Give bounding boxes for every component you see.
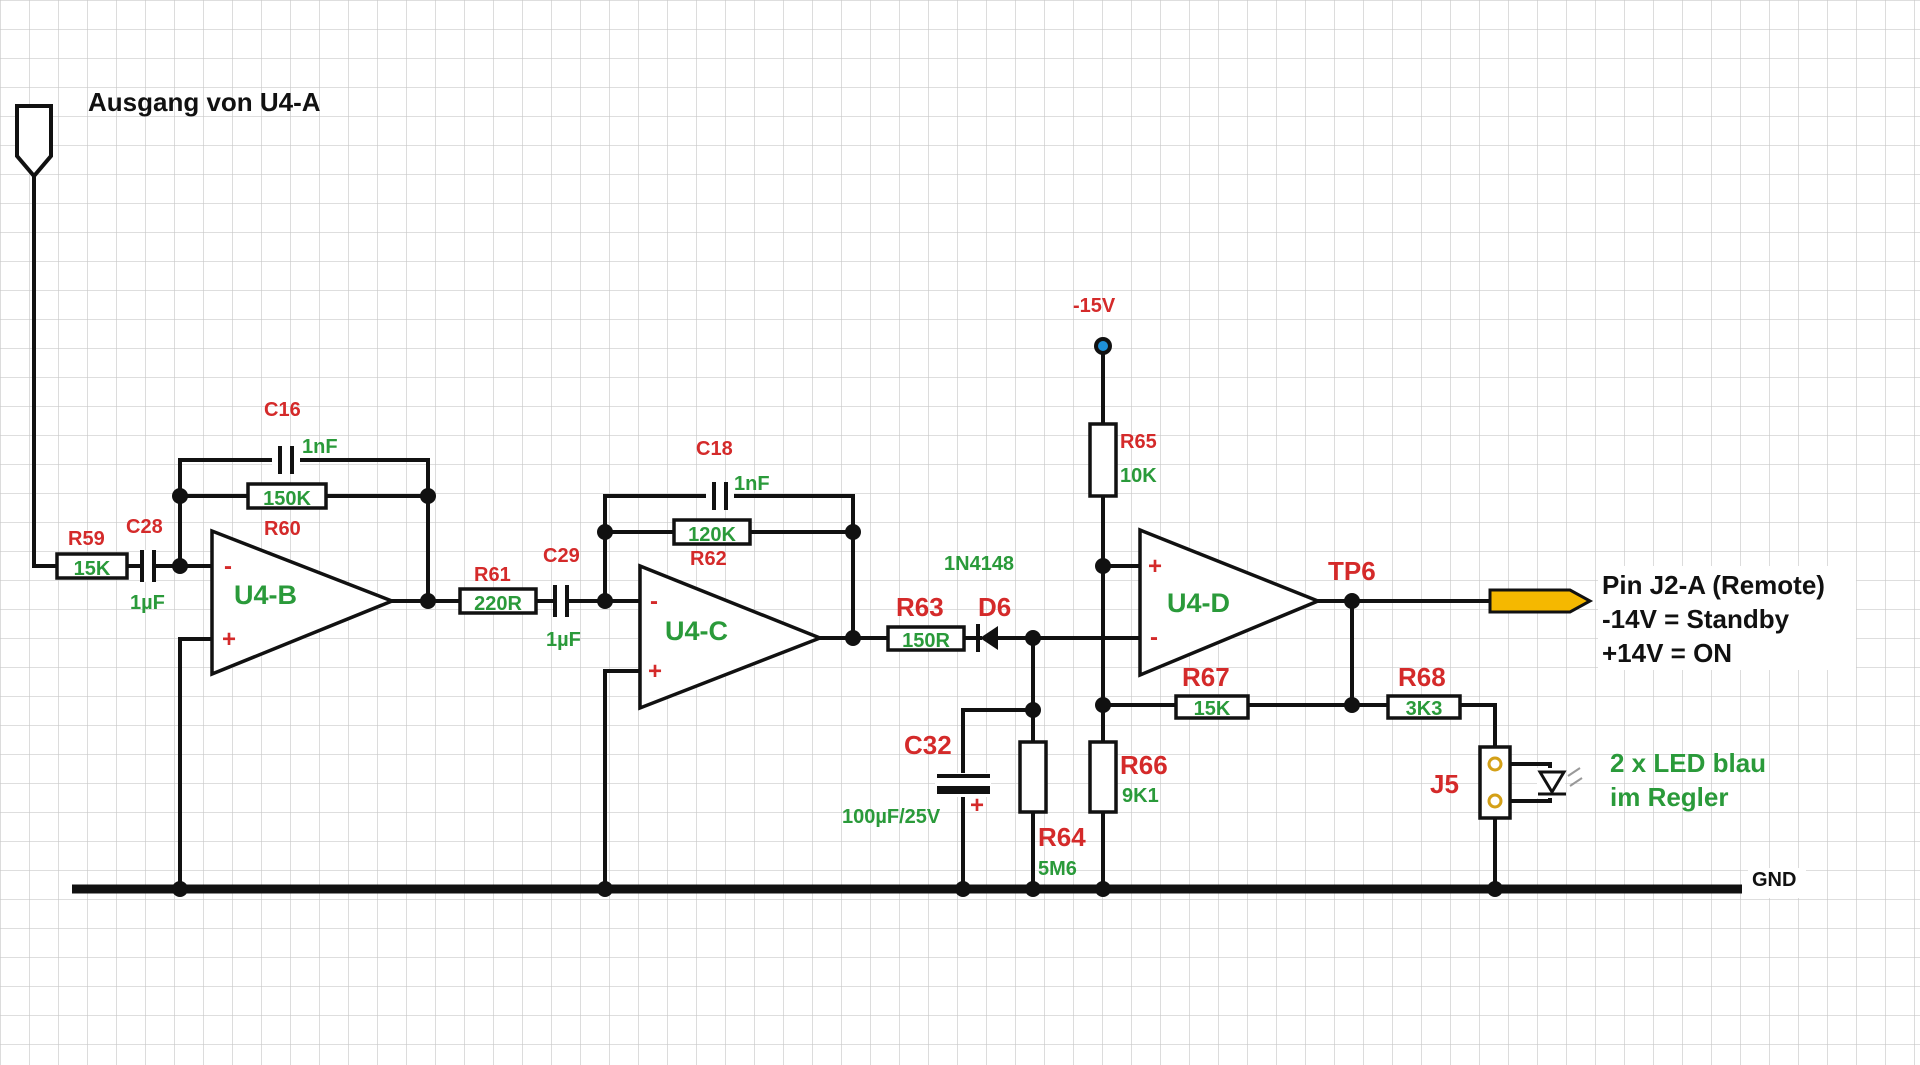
resistor-r64: R64 5M6 (1018, 740, 1086, 880)
opamp-u4c-ref: U4-C (665, 616, 728, 646)
opamp-u4c: U4-C - + (638, 563, 825, 711)
r67-value: 15K (1194, 698, 1231, 720)
r62-ref: R62 (690, 548, 727, 570)
input-connector-symbol (15, 104, 53, 180)
input-label: Ausgang von U4-A (88, 87, 321, 117)
tp6-ref: TP6 (1328, 556, 1376, 586)
wires (32, 170, 1742, 894)
d6-part: 1N4148 (944, 553, 1014, 575)
r65-ref: R65 (1120, 431, 1157, 453)
r66-ref: R66 (1120, 750, 1168, 780)
output-line3: +14V = ON (1602, 638, 1732, 668)
opamp-u4b-ref: U4-B (234, 580, 297, 610)
led-symbol (1537, 767, 1583, 798)
resistor-r62: 120K R62 (672, 518, 752, 570)
c32-polarity: + (970, 792, 984, 819)
c28-value: 1µF (130, 592, 165, 614)
supply-label: -15V (1073, 295, 1116, 317)
c28-ref: C28 (126, 516, 163, 538)
led-note-line2: im Regler (1610, 782, 1729, 812)
opamp-u4c-minus: - (650, 588, 658, 615)
c16-value: 1nF (302, 436, 338, 458)
r62-value: 120K (688, 524, 736, 546)
led-note-line1: 2 x LED blau (1610, 748, 1766, 778)
r61-ref: R61 (474, 564, 511, 586)
c18-value: 1nF (734, 473, 770, 495)
capacitor-c16: C16 1nF (264, 399, 338, 474)
r64-ref: R64 (1038, 822, 1086, 852)
output-line2: -14V = Standby (1602, 604, 1790, 634)
r66-value: 9K1 (1122, 785, 1159, 807)
output-connector-arrow (1488, 588, 1594, 614)
c32-ref: C32 (904, 730, 952, 760)
capacitor-c32: + C32 100µF/25V (842, 730, 991, 828)
resistor-r63: 150R R63 (886, 592, 966, 652)
d6-ref: D6 (978, 592, 1011, 622)
resistor-r65: R65 10K (1088, 422, 1157, 498)
capacitor-c29: C29 1µF (543, 545, 581, 651)
diode-d6: D6 1N4148 (944, 553, 1014, 652)
r67-ref: R67 (1182, 662, 1230, 692)
c32-value: 100µF/25V (842, 806, 941, 828)
capacitor-c18: C18 1nF (696, 438, 770, 510)
r65-value: 10K (1120, 465, 1157, 487)
r60-ref: R60 (264, 518, 301, 540)
c18-ref: C18 (696, 438, 733, 460)
connector-j5: J5 (1430, 745, 1512, 820)
r64-value: 5M6 (1038, 858, 1077, 880)
opamp-u4b: U4-B - + (210, 528, 397, 677)
opamp-u4b-minus: - (224, 553, 232, 580)
r63-value: 150R (902, 630, 950, 652)
j5-ref: J5 (1430, 769, 1459, 799)
opamp-u4d-minus: - (1150, 624, 1158, 651)
r60-value: 150K (263, 488, 311, 510)
supply-node: -15V (1073, 295, 1116, 355)
r68-ref: R68 (1398, 662, 1446, 692)
opamp-u4d: U4-D + - (1138, 527, 1323, 678)
r68-value: 3K3 (1406, 698, 1443, 720)
c16-ref: C16 (264, 399, 301, 421)
junctions (172, 488, 1503, 897)
opamp-u4d-ref: U4-D (1167, 588, 1230, 618)
resistor-r68: 3K3 R68 (1386, 662, 1462, 720)
resistor-r61: 220R R61 (458, 564, 538, 615)
r63-ref: R63 (896, 592, 944, 622)
r59-ref: R59 (68, 528, 105, 550)
c29-value: 1µF (546, 629, 581, 651)
ground-label: GND (1752, 869, 1796, 891)
resistor-r59: 15K R59 (55, 528, 129, 580)
resistor-r60: 150K R60 (246, 482, 328, 540)
opamp-u4d-plus: + (1148, 553, 1162, 580)
opamp-u4c-plus: + (648, 658, 662, 685)
resistor-r67: 15K R67 (1174, 662, 1250, 720)
capacitor-c28: C28 1µF (126, 516, 165, 614)
resistor-r66: R66 9K1 (1088, 740, 1168, 814)
output-line1: Pin J2-A (Remote) (1602, 570, 1825, 600)
r59-value: 15K (74, 558, 111, 580)
r61-value: 220R (474, 593, 522, 615)
c29-ref: C29 (543, 545, 580, 567)
opamp-u4b-plus: + (222, 626, 236, 653)
